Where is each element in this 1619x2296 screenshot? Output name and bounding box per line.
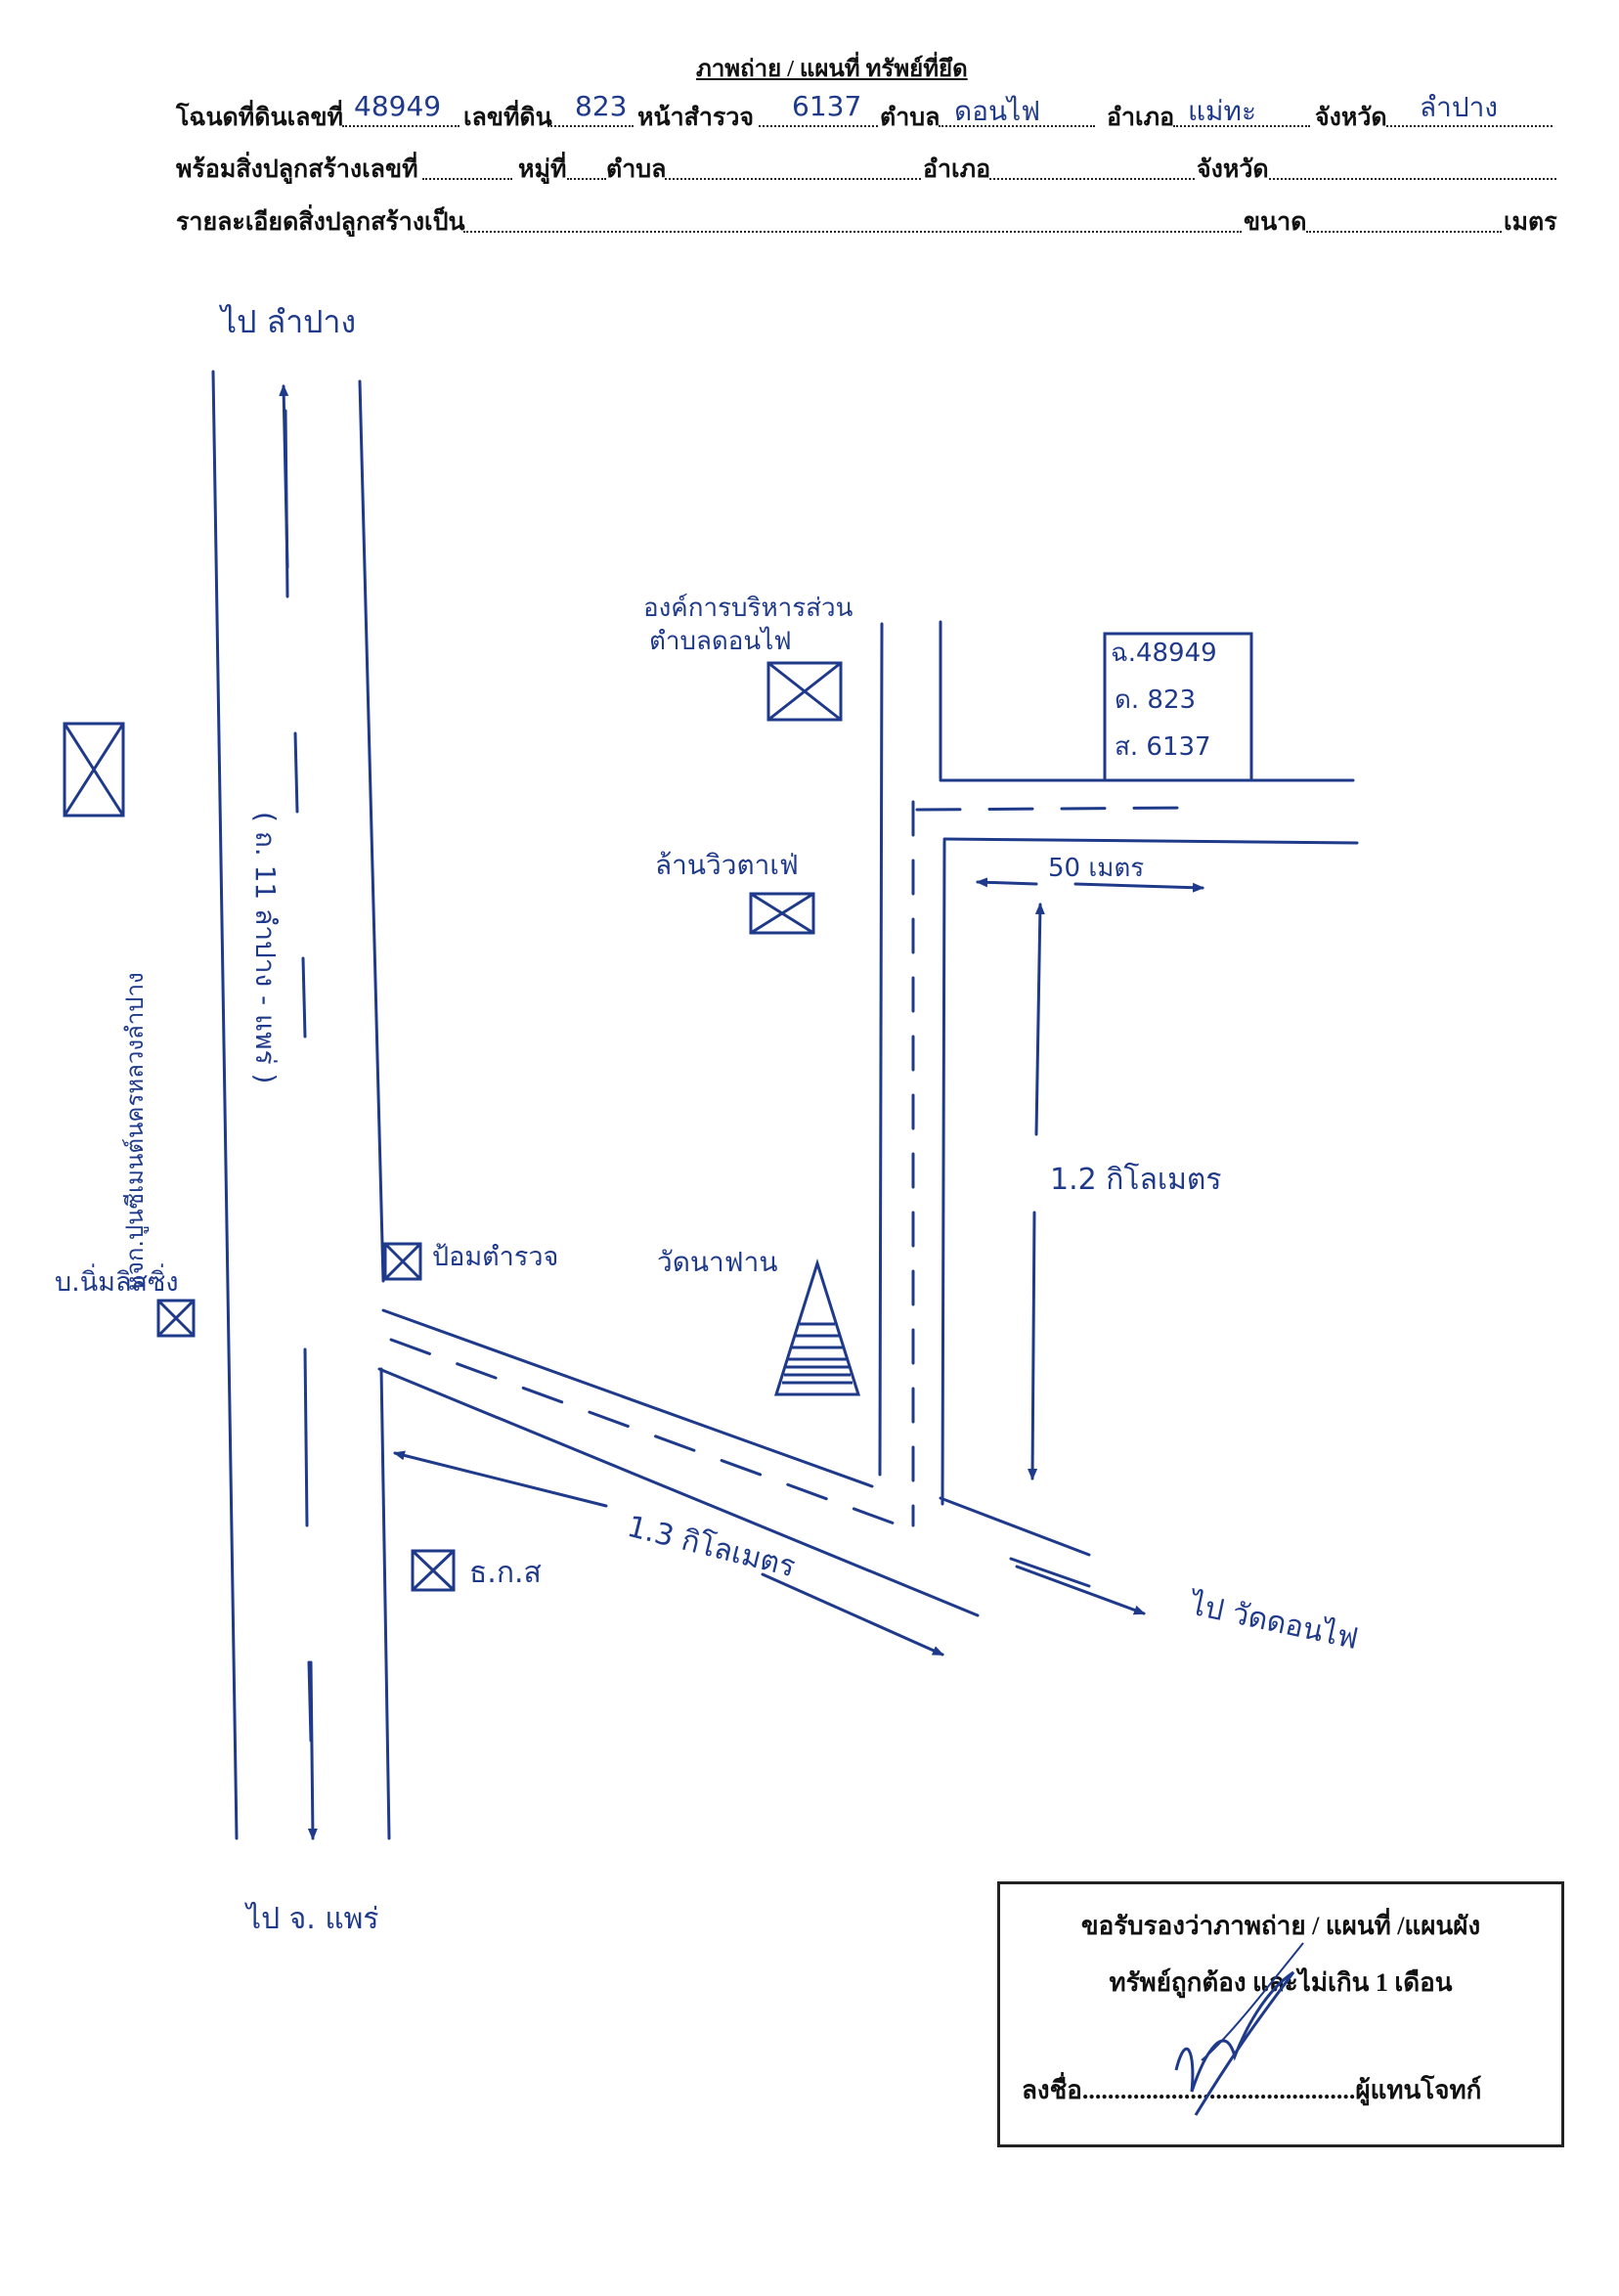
signature-mark	[1174, 1942, 1304, 2116]
plot-road-center	[915, 806, 1195, 812]
temple-icon	[773, 1258, 861, 1396]
detail-label: รายละเอียดสิ่งปลูกสร้างเป็น	[176, 209, 465, 236]
label-dist-12km: 1.2 กิโลเมตร	[1050, 1162, 1222, 1197]
arrow-to-phrae	[307, 1660, 318, 1840]
label-baac: ธ.ก.ส	[469, 1556, 542, 1590]
side-road-right-edge-lower	[941, 839, 946, 1506]
land-no-dots	[547, 125, 634, 127]
moo-dots	[567, 178, 606, 180]
province2-dots	[1269, 178, 1556, 180]
arrow-to-lampang	[279, 384, 289, 569]
deed-dots	[342, 125, 459, 127]
label-temple: วัดนาฟาน	[657, 1246, 777, 1278]
highway-center-dash	[293, 731, 299, 814]
survey-number: 6137	[792, 90, 862, 122]
tambon-dots	[939, 125, 1095, 127]
highway-left-edge	[211, 370, 239, 1840]
tambon2-dots	[665, 178, 921, 180]
certification-box: ขอรับรองว่าภาพถ่าย / แผนที่ /แผนผัง ทรัพ…	[997, 1881, 1564, 2147]
label-to-wat-don-fai: ไป วัดดอนไฟ	[1185, 1586, 1361, 1656]
branch-road-lower-edge	[377, 1367, 980, 1617]
province2-label: จังหวัด	[1197, 156, 1269, 183]
highway-center-dash	[301, 956, 307, 1038]
survey-label: หน้าสำรวจ	[637, 105, 755, 131]
branch-road-lower-edge3	[1009, 1557, 1091, 1588]
deed-number: 48949	[354, 90, 442, 122]
highway-center-dash	[303, 1347, 309, 1527]
landmark-village-head-icon	[749, 892, 815, 935]
land-no-label: เลขที่ดิน	[463, 105, 552, 131]
amphoe2-label: อำเภอ	[923, 156, 991, 183]
survey-dots	[759, 125, 878, 127]
label-to-phrae: ไป จ. แพร่	[244, 1901, 379, 1936]
plot-boundary	[1103, 632, 1253, 782]
label-highway: ( ถ. 11 ลำปาง - แพร่ )	[249, 812, 282, 1083]
label-plot-deed: ฉ.48949	[1111, 639, 1217, 668]
moo-label: หมู่ที่	[518, 156, 567, 183]
province-dots	[1386, 125, 1553, 127]
amphoe-value: แม่ทะ	[1188, 95, 1256, 127]
highway-right-edge	[358, 379, 385, 1283]
landmark-police-box-icon	[383, 1242, 422, 1281]
label-dist-50m: 50 เมตร	[1048, 854, 1144, 883]
amphoe-dots	[1173, 125, 1310, 127]
province-label: จังหวัด	[1315, 105, 1387, 131]
dist-13km-arrow-left	[393, 1450, 608, 1508]
highway-right-edge-lower	[379, 1367, 391, 1840]
unit-label: เมตร	[1504, 209, 1557, 236]
label-plot-survey: ส. 6137	[1115, 732, 1211, 762]
label-police-box: ป้อมตำรวจ	[432, 1242, 558, 1272]
tambon-label: ตำบล	[880, 105, 941, 131]
landmark-baac-icon	[411, 1549, 456, 1592]
arrow-to-wat-don-fai	[1015, 1565, 1146, 1615]
amphoe-label: อำเภอ	[1107, 105, 1175, 131]
dist-50m-arrow-left	[976, 877, 1038, 888]
label-tao-line2: ตำบลดอนไฟ	[649, 626, 792, 656]
signature-row: ลงชื่อ..................................…	[1000, 2070, 1583, 2110]
label-to-lampang: ไป ลำปาง	[218, 303, 356, 340]
branch-road-lower-edge2	[939, 1496, 1091, 1557]
size-label: ขนาด	[1244, 209, 1307, 236]
signer-role: ผู้แทนโจทก์	[1355, 2076, 1482, 2104]
province-value: ลำปาง	[1420, 91, 1499, 123]
dist-12km-arrow-up	[1034, 903, 1045, 1136]
label-dist-13km: 1.3 กิโลเมตร	[624, 1509, 799, 1584]
landmark-nim-leasing-icon	[156, 1299, 196, 1338]
deed-label: โฉนดที่ดินเลขที่	[176, 105, 344, 131]
side-road-left-edge	[878, 622, 884, 1477]
tambon-value: ดอนไฟ	[954, 95, 1041, 127]
dist-12km-arrow-down	[1028, 1211, 1038, 1480]
detail-dots	[463, 231, 1242, 233]
label-nim-leasing: บ.นิ่มลิสซิ่ง	[55, 1263, 179, 1298]
label-tao-line1: องค์การบริหารส่วน	[643, 594, 853, 623]
label-plot-land: ด. 823	[1115, 685, 1196, 715]
landmark-cement-company-icon	[63, 722, 125, 817]
label-village-head: ล้านวิวตาเฟ่	[655, 849, 799, 881]
landmark-tao-icon	[766, 661, 843, 722]
document-title: ภาพถ่าย / แผนที่ ทรัพย์ที่ยึด	[696, 57, 968, 82]
building-label: พร้อมสิ่งปลูกสร้างเลขที่	[176, 156, 418, 183]
branch-road-center	[389, 1338, 901, 1527]
label-cement-company: หจก.ปูนซีเมนต์นครหลวงลำปาง	[121, 972, 150, 1291]
certification-line1: ขอรับรองว่าภาพถ่าย / แผนที่ /แผนผัง	[1080, 1912, 1481, 1940]
dist-13km-arrow-right	[761, 1572, 944, 1656]
tambon2-label: ตำบล	[606, 156, 667, 183]
sign-label: ลงชื่อ	[1022, 2076, 1082, 2104]
size-dots	[1306, 231, 1502, 233]
amphoe2-dots	[989, 178, 1195, 180]
land-number: 823	[575, 90, 628, 122]
building-dots	[422, 178, 512, 180]
branch-road-upper-edge	[381, 1308, 874, 1488]
dist-50m-arrow-right	[1073, 882, 1204, 893]
plot-road-lower-edge	[942, 837, 1359, 845]
